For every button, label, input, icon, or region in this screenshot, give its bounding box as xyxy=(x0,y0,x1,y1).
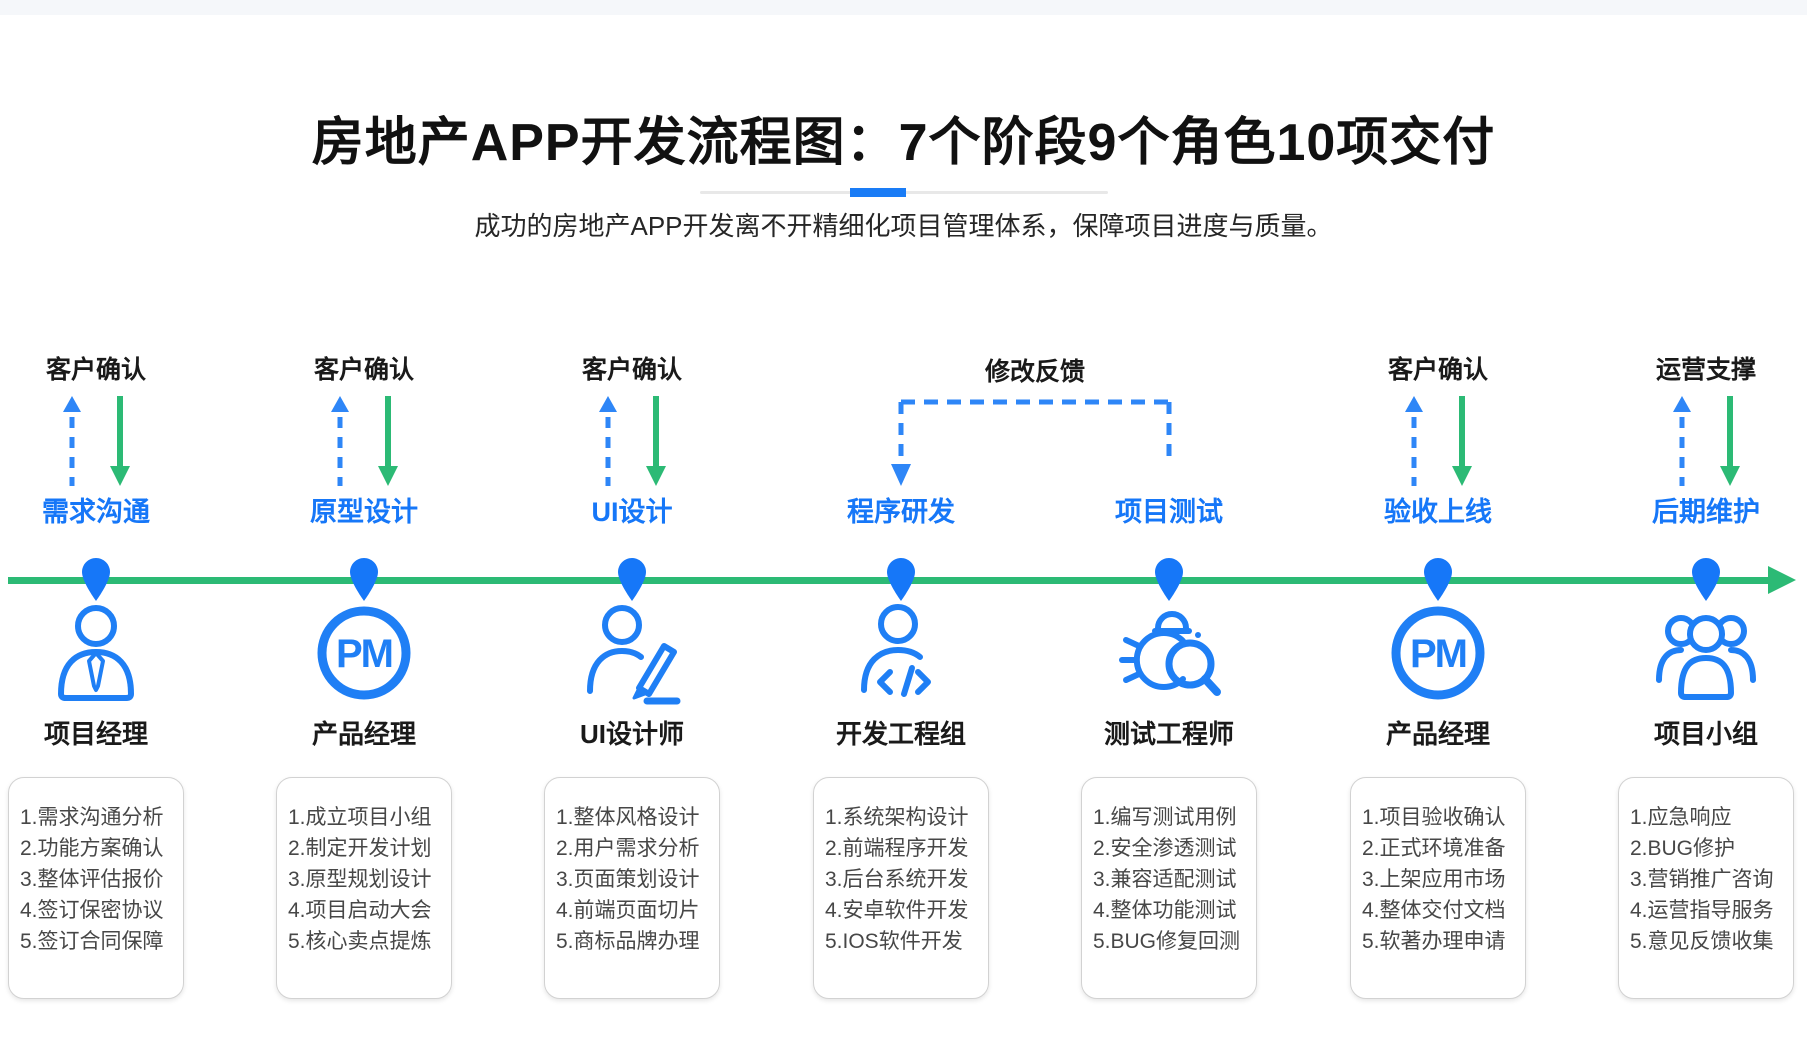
task-item: 2.用户需求分析 xyxy=(556,837,700,860)
title-divider xyxy=(700,188,1108,197)
location-pin-icon xyxy=(350,558,378,601)
up-down-arrows-icon xyxy=(1672,396,1740,486)
task-item: 4.项目启动大会 xyxy=(288,899,432,922)
location-pin-icon xyxy=(1692,558,1720,601)
task-item: 4.整体交付文档 xyxy=(1362,899,1506,922)
task-item: 4.前端页面切片 xyxy=(556,899,700,922)
phase-label: UI设计 xyxy=(591,497,673,527)
phase-label: 项目测试 xyxy=(1115,497,1223,527)
task-item: 5.签订合同保障 xyxy=(20,930,164,953)
divider-accent xyxy=(850,188,906,197)
pm-badge-icon: PM xyxy=(309,598,419,708)
role-label: 产品经理 xyxy=(311,719,416,749)
stage-column-2: 客户确认 原型设计 PM 产品经理 1.成立项目小组 2.制定开发计划 3.原型… xyxy=(234,340,494,1030)
customer-confirm-label: 客户确认 xyxy=(581,356,682,384)
pm-badge-icon: PM xyxy=(1383,598,1493,708)
location-pin-icon xyxy=(82,558,110,601)
up-down-arrows-icon xyxy=(330,396,398,486)
task-item: 1.编写测试用例 xyxy=(1093,806,1237,829)
task-item: 5.核心卖点提炼 xyxy=(288,930,432,953)
page-title: 房地产APP开发流程图：7个阶段9个角色10项交付 xyxy=(311,114,1496,172)
ui-designer-pencil-icon xyxy=(577,598,687,708)
task-list-box: 1.应急响应 2.BUG修护 3.营销推广咨询 4.运营指导服务 5.意见反馈收… xyxy=(1618,777,1794,999)
role-label: 产品经理 xyxy=(1385,719,1490,749)
task-list-box: 1.整体风格设计 2.用户需求分析 3.页面策划设计 4.前端页面切片 5.商标… xyxy=(544,777,720,999)
project-manager-person-icon xyxy=(41,598,151,708)
up-down-arrows-icon xyxy=(62,396,130,486)
task-item: 1.成立项目小组 xyxy=(288,806,432,829)
role-label: UI设计师 xyxy=(579,719,684,749)
stage-column-6: 客户确认 验收上线 PM 产品经理 1.项目验收确认 2.正式环境准备 3.上架… xyxy=(1308,340,1568,1030)
task-item: 4.整体功能测试 xyxy=(1093,899,1237,922)
task-item: 1.系统架构设计 xyxy=(825,806,969,829)
stage-column-7: 运营支撑 后期维护 项目小组 1.应急响应 2.BUG修护 3.营销推广咨询 4… xyxy=(1576,340,1807,1030)
role-label: 开发工程组 xyxy=(835,719,966,749)
task-item: 1.需求沟通分析 xyxy=(20,806,164,829)
task-item: 3.原型规划设计 xyxy=(288,868,432,891)
location-pin-icon xyxy=(618,558,646,601)
task-item: 2.安全渗透测试 xyxy=(1093,837,1237,860)
phase-label: 后期维护 xyxy=(1652,497,1760,527)
task-item: 3.页面策划设计 xyxy=(556,868,700,891)
task-item: 2.制定开发计划 xyxy=(288,837,432,860)
task-list-box: 1.需求沟通分析 2.功能方案确认 3.整体评估报价 4.签订保密协议 5.签订… xyxy=(8,777,184,999)
operation-support-label: 运营支撑 xyxy=(1655,356,1756,384)
developer-code-icon xyxy=(846,598,956,708)
task-list-box: 1.项目验收确认 2.正式环境准备 3.上架应用市场 4.整体交付文档 5.软著… xyxy=(1350,777,1526,999)
task-item: 1.项目验收确认 xyxy=(1362,806,1506,829)
tester-bug-magnifier-icon xyxy=(1114,598,1224,708)
location-pin-icon xyxy=(1424,558,1452,601)
task-item: 5.软著办理申请 xyxy=(1362,930,1506,953)
customer-confirm-label: 客户确认 xyxy=(45,356,146,384)
svg-text:PM: PM xyxy=(336,632,392,676)
stage-column-5: 项目测试 测试工程师 1.编写测试用例 2.安全渗透测试 3.兼容适配测试 4.… xyxy=(1039,340,1299,1030)
stage-column-4: 程序研发 开发工程组 1.系统架构设计 2.前端程序开发 3.后台系统开发 4.… xyxy=(771,340,1031,1030)
page-subtitle: 成功的房地产APP开发离不开精细化项目管理体系，保障项目进度与质量。 xyxy=(474,211,1333,241)
up-down-arrows-icon xyxy=(1404,396,1472,486)
task-item: 4.安卓软件开发 xyxy=(825,899,969,922)
task-list-box: 1.编写测试用例 2.安全渗透测试 3.兼容适配测试 4.整体功能测试 5.BU… xyxy=(1081,777,1257,999)
feedback-dashed-arrow-icon xyxy=(890,396,1190,492)
task-item: 4.运营指导服务 xyxy=(1630,899,1774,922)
location-pin-icon xyxy=(887,558,915,601)
task-item: 3.上架应用市场 xyxy=(1362,868,1506,891)
task-item: 1.应急响应 xyxy=(1630,806,1732,829)
task-list-box: 1.系统架构设计 2.前端程序开发 3.后台系统开发 4.安卓软件开发 5.IO… xyxy=(813,777,989,999)
phase-label: 原型设计 xyxy=(310,497,418,527)
up-down-arrows-icon xyxy=(598,396,666,486)
task-item: 5.IOS软件开发 xyxy=(825,930,963,953)
location-pin-icon xyxy=(1155,558,1183,601)
top-band xyxy=(0,0,1807,15)
task-item: 2.前端程序开发 xyxy=(825,837,969,860)
timeline xyxy=(8,577,1770,584)
task-item: 2.功能方案确认 xyxy=(20,837,164,860)
task-item: 1.整体风格设计 xyxy=(556,806,700,829)
feedback-label: 修改反馈 xyxy=(984,358,1085,386)
customer-confirm-label: 客户确认 xyxy=(313,356,414,384)
stage-column-3: 客户确认 UI设计 UI设计师 1.整体风格设计 2.用户需求分析 3.页面策划… xyxy=(502,340,762,1030)
phase-label: 程序研发 xyxy=(847,497,955,527)
phase-label: 验收上线 xyxy=(1384,497,1492,527)
timeline-arrow-icon xyxy=(1768,566,1796,594)
stage-column-1: 客户确认 需求沟通 项目经理 1.需求沟通分析 2.功能方案确认 3.整体评估报… xyxy=(0,340,226,1030)
task-item: 3.营销推广咨询 xyxy=(1630,868,1774,891)
task-item: 5.BUG修复回测 xyxy=(1093,930,1241,953)
task-item: 5.意见反馈收集 xyxy=(1630,930,1774,953)
phase-label: 需求沟通 xyxy=(42,497,150,527)
task-item: 3.后台系统开发 xyxy=(825,868,969,891)
task-list-box: 1.成立项目小组 2.制定开发计划 3.原型规划设计 4.项目启动大会 5.核心… xyxy=(276,777,452,999)
svg-text:PM: PM xyxy=(1410,632,1466,676)
task-item: 3.整体评估报价 xyxy=(20,868,164,891)
task-item: 2.BUG修护 xyxy=(1630,837,1736,860)
task-item: 5.商标品牌办理 xyxy=(556,930,700,953)
task-item: 2.正式环境准备 xyxy=(1362,837,1506,860)
role-label: 项目小组 xyxy=(1653,719,1758,749)
role-label: 项目经理 xyxy=(43,719,148,749)
role-label: 测试工程师 xyxy=(1103,719,1234,749)
task-item: 4.签订保密协议 xyxy=(20,899,164,922)
task-item: 3.兼容适配测试 xyxy=(1093,868,1237,891)
team-group-icon xyxy=(1651,598,1761,708)
customer-confirm-label: 客户确认 xyxy=(1387,356,1488,384)
